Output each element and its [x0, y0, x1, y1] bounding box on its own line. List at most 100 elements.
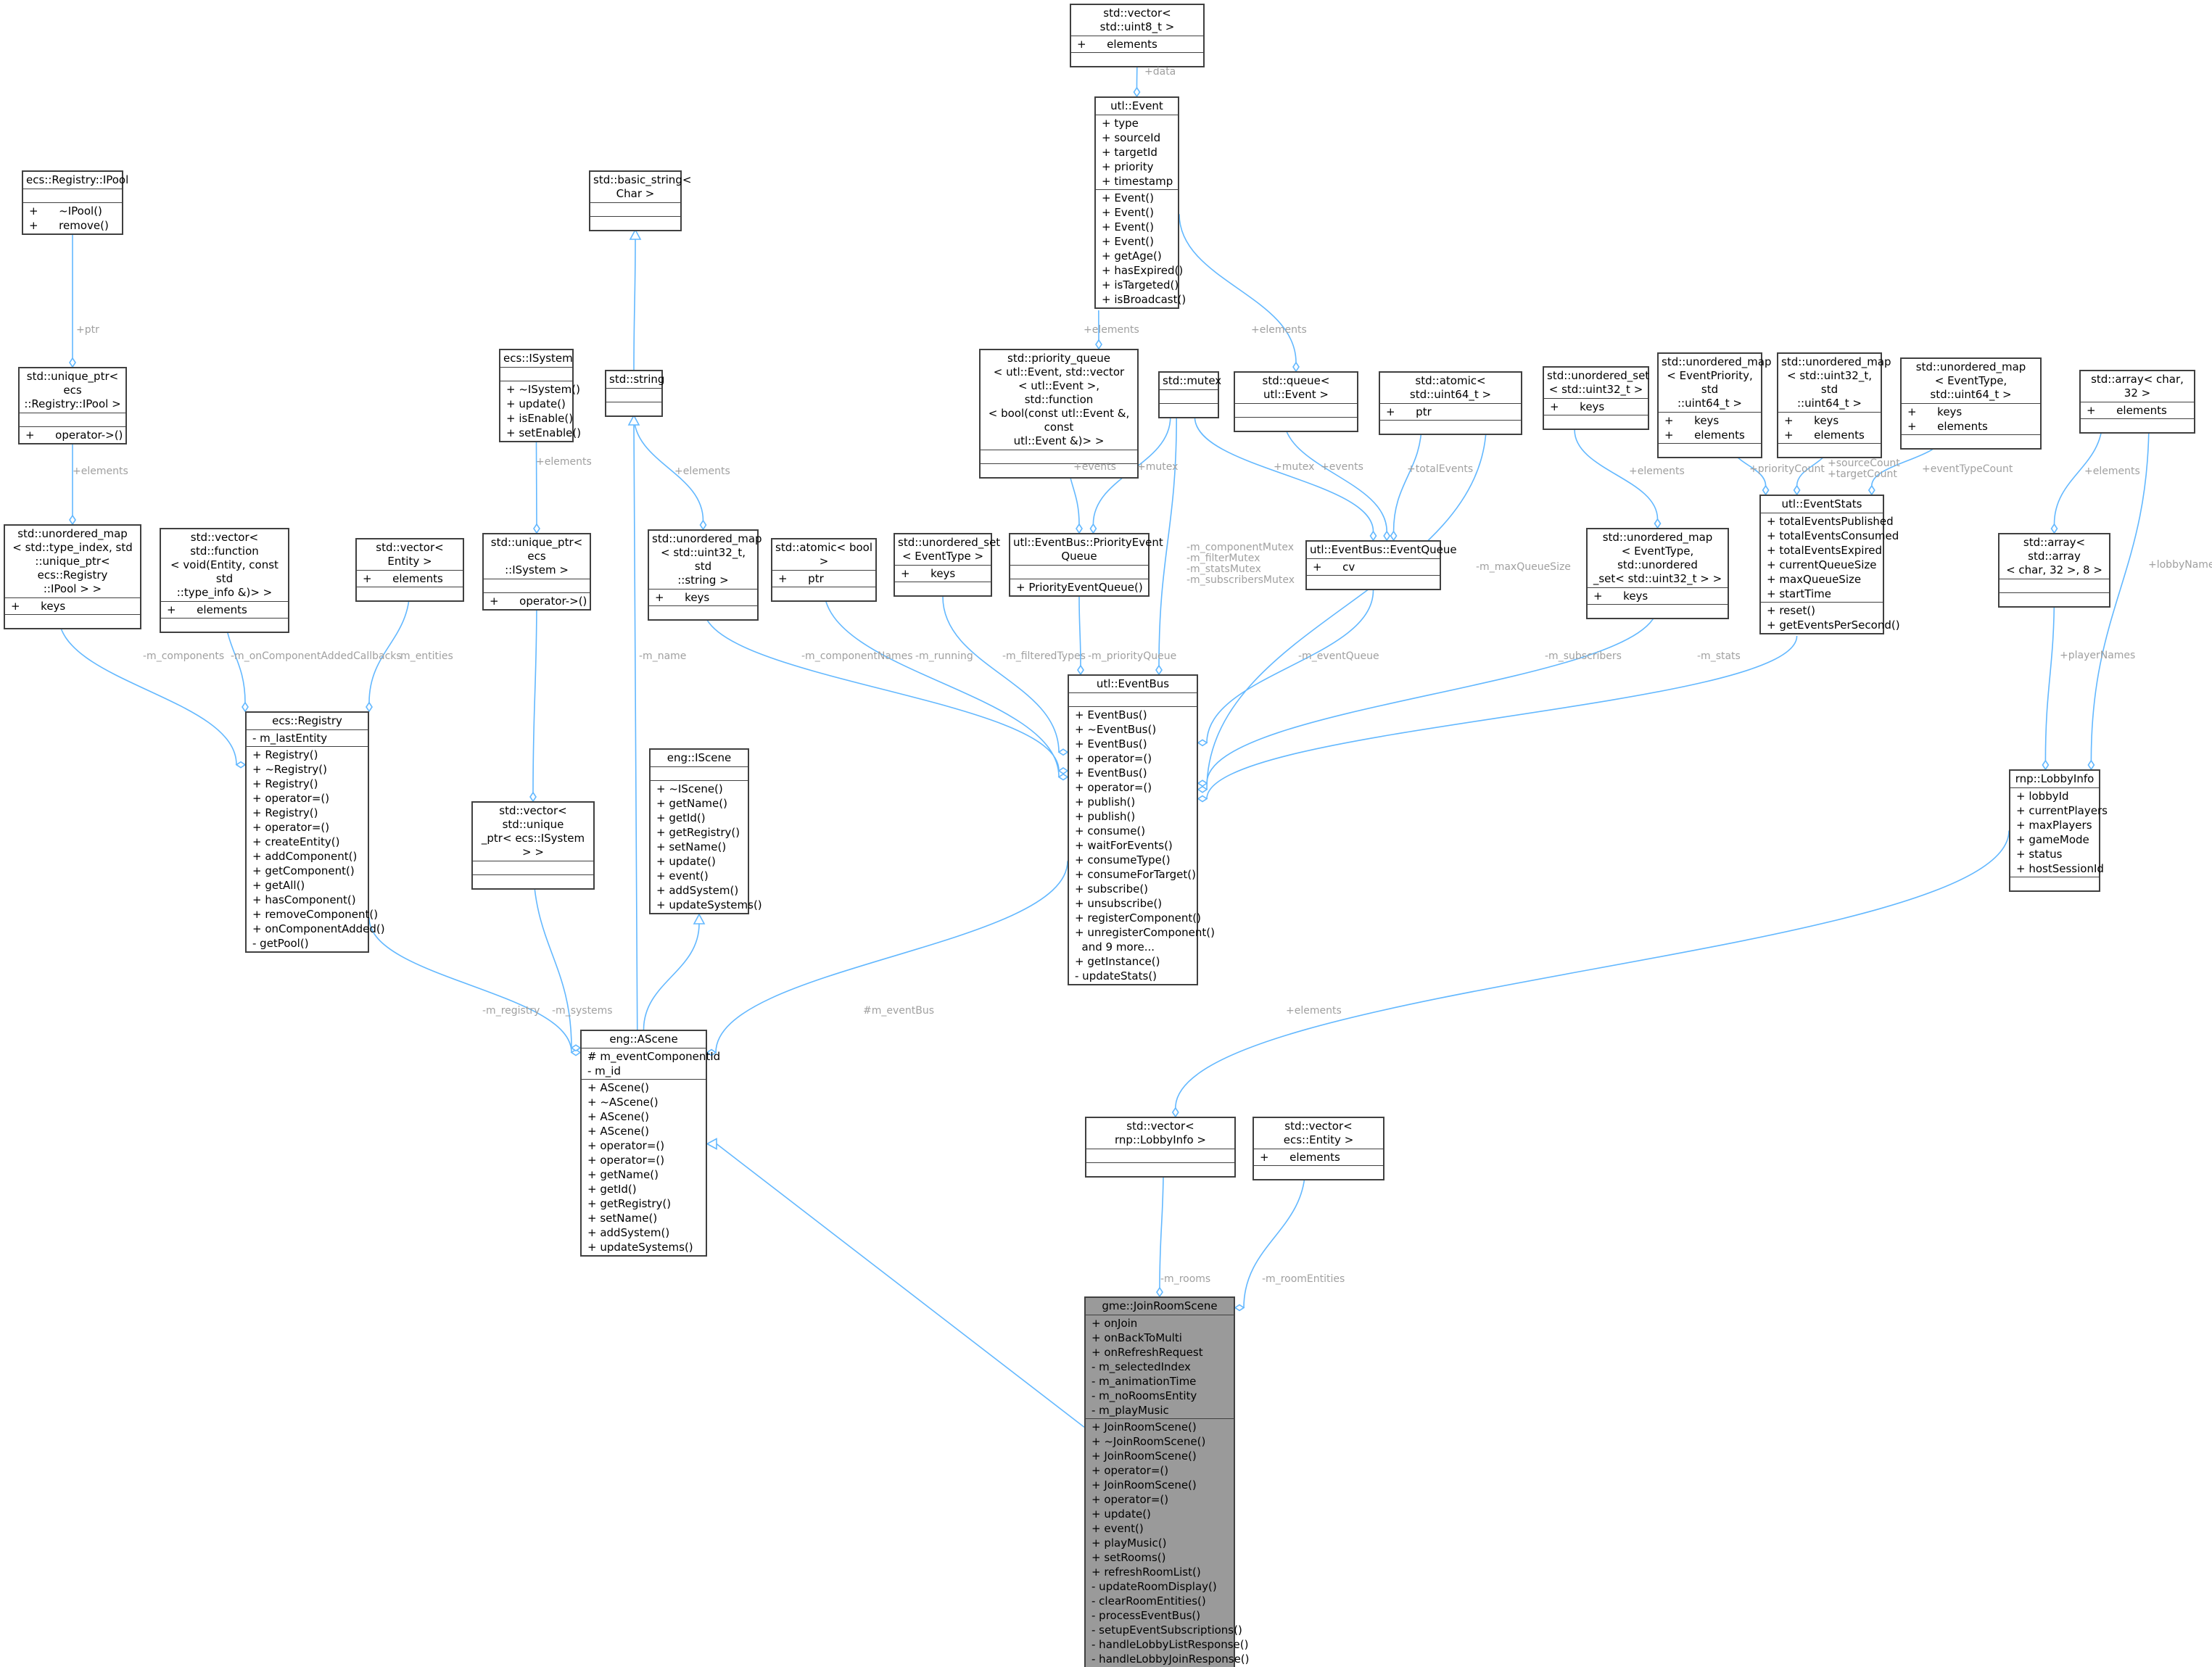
class-attribute: + elements	[1077, 38, 1157, 51]
class-method: + AScene()	[587, 1081, 650, 1094]
class-box-isystem[interactable]: ecs::ISystem+ ~ISystem()+ update()+ isEn…	[499, 349, 581, 442]
class-box-up-isystem[interactable]: std::unique_ptr< ecs ::ISystem >+ operat…	[482, 533, 591, 611]
aggregation-diamond	[1171, 1106, 1179, 1118]
class-method: + operator->()	[25, 429, 123, 442]
class-box-vec-lobby[interactable]: std::vector< rnp::LobbyInfo >	[1085, 1117, 1236, 1178]
class-attribute: - m_noRoomsEntity	[1091, 1389, 1197, 1402]
class-box-umap-u32[interactable]: std::unordered_map < std::uint32_t, std …	[1777, 352, 1891, 458]
aggregation-diamond	[1369, 530, 1377, 542]
class-method: + ~Registry()	[252, 763, 328, 776]
class-box-vec-uint8[interactable]: std::vector< std::uint8_t >+ elements	[1070, 4, 1205, 67]
class-attribute: + keys	[11, 600, 66, 613]
class-box-peq[interactable]: utl::EventBus::PriorityEvent Queue+ Prio…	[1009, 533, 1163, 597]
attributes-section: + elements	[1071, 36, 1203, 53]
inheritance-line	[633, 424, 638, 1030]
class-box-event[interactable]: utl::Event+ type+ sourceId+ targetId+ pr…	[1094, 96, 1186, 309]
class-box-registry[interactable]: ecs::Registry- m_lastEntity+ Registry()+…	[245, 711, 385, 953]
class-box-umap-type[interactable]: std::unordered_map < EventType, std::uin…	[1900, 357, 2042, 450]
aggregation-diamond	[1234, 1304, 1245, 1312]
methods-section	[1380, 421, 1521, 434]
class-title: std::array< char, 32 >	[2081, 371, 2194, 402]
class-box-atomic-u64[interactable]: std::atomic< std::uint64_t >+ ptr	[1379, 371, 1522, 435]
class-box-atomic-bool[interactable]: std::atomic< bool >+ ptr	[771, 538, 877, 602]
methods-section: + ~IScene()+ getName()+ getId()+ getRegi…	[651, 781, 762, 913]
attributes-section: + elements	[357, 571, 463, 587]
class-method: - handleLobbyJoinResponse()	[1091, 1652, 1250, 1666]
class-method: + remove()	[29, 219, 109, 232]
class-attribute: + currentPlayers	[2016, 804, 2108, 817]
attributes-section	[590, 203, 680, 217]
association-line-m_filteredTypes	[942, 596, 1060, 753]
class-box-vec-up-isystem[interactable]: std::vector< std::unique _ptr< ecs::ISys…	[471, 801, 595, 890]
attributes-section	[473, 861, 593, 875]
class-box-vec-ecs-entity[interactable]: std::vector< ecs::Entity >+ elements	[1252, 1117, 1384, 1180]
methods-section	[1307, 576, 1440, 589]
class-box-ascene[interactable]: eng::AScene# m_eventComponentId- m_id+ A…	[580, 1030, 721, 1257]
class-attribute: # m_eventComponentId	[587, 1050, 721, 1063]
aggregation-diamond	[1762, 484, 1770, 496]
association-line-events	[1283, 416, 1387, 532]
class-box-stats[interactable]: utl::EventStats+ totalEventsPublished+ t…	[1759, 495, 1900, 634]
class-method: + isTargeted()	[1102, 278, 1179, 291]
methods-section: + ~IPool()+ remove()	[23, 203, 122, 233]
class-box-mutex[interactable]: std::mutex	[1158, 371, 1221, 418]
class-title: std::unordered_set < std::uint32_t >	[1544, 368, 1649, 399]
class-method: + ~ISystem()	[506, 383, 580, 396]
attributes-section	[20, 413, 125, 427]
class-box-eventbus[interactable]: utl::EventBus+ EventBus()+ ~EventBus()+ …	[1068, 674, 1215, 985]
class-box-umap-uset[interactable]: std::unordered_map < EventType, std::uno…	[1586, 528, 1729, 619]
class-box-array-char[interactable]: std::array< char, 32 >+ elements	[2079, 370, 2195, 434]
methods-section: + JoinRoomScene()+ ~JoinRoomScene()+ Joi…	[1086, 1419, 1250, 1667]
class-box-umap-prio[interactable]: std::unordered_map < EventPriority, std …	[1657, 352, 1772, 458]
methods-section	[357, 587, 463, 600]
attributes-section: + elements	[2081, 402, 2194, 419]
class-method: + unsubscribe()	[1075, 897, 1163, 910]
aggregation-diamond	[1057, 773, 1069, 781]
class-method: + reset()	[1767, 604, 1816, 617]
class-title: utl::EventStats	[1761, 496, 1883, 513]
methods-section	[1544, 415, 1648, 429]
class-method: + ~IScene()	[656, 782, 723, 795]
class-box-uset-type[interactable]: std::unordered_set < EventType >+ keys	[894, 533, 1000, 597]
class-box-vec-func[interactable]: std::vector< std::function < void(Entity…	[160, 528, 289, 633]
class-box-uset-u32[interactable]: std::unordered_set < std::uint32_t >+ ke…	[1543, 366, 1649, 430]
class-box-array-array[interactable]: std::array< std::array < char, 32 >, 8 >	[1998, 533, 2110, 608]
attributes-section	[2000, 579, 2109, 593]
class-box-lobbyinfo[interactable]: rnp::LobbyInfo+ lobbyId+ currentPlayers+…	[2009, 769, 2108, 892]
class-method: + getName()	[587, 1168, 659, 1181]
association-line-elements	[2053, 419, 2103, 525]
attributes-section: + keys	[5, 598, 140, 615]
class-title: std::vector< std::uint8_t >	[1071, 5, 1203, 36]
class-attribute: + totalEventsConsumed	[1767, 529, 1899, 542]
class-attribute: + totalEventsExpired	[1767, 544, 1883, 557]
class-box-joinroom[interactable]: gme::JoinRoomScene+ onJoin+ onBackToMult…	[1084, 1296, 1250, 1667]
class-method: + getId()	[587, 1183, 637, 1196]
class-box-eq[interactable]: utl::EventBus::EventQueue+ cv	[1305, 540, 1457, 590]
class-method: + addSystem()	[587, 1226, 670, 1239]
class-box-string[interactable]: std::string	[605, 370, 664, 417]
edge-label-m-maxQueueSize: -m_maxQueueSize	[1476, 561, 1571, 573]
class-box-ipool[interactable]: ecs::Registry::IPool+ ~IPool()+ remove()	[22, 170, 128, 235]
class-method: - processEventBus()	[1091, 1609, 1201, 1622]
attributes-section: + keys+ elements	[1902, 404, 2040, 435]
class-title: eng::IScene	[651, 750, 748, 767]
class-box-umap-typeindex[interactable]: std::unordered_map < std::type_index, st…	[4, 524, 141, 629]
class-attribute: + elements	[167, 603, 247, 616]
class-method: + operator=()	[1091, 1493, 1169, 1506]
class-box-vec-entity[interactable]: std::vector< Entity >+ elements	[355, 538, 464, 602]
class-title: std::queue< utl::Event >	[1235, 373, 1357, 404]
class-box-iscene[interactable]: eng::IScene+ ~IScene()+ getName()+ getId…	[649, 748, 762, 914]
class-box-umap-string[interactable]: std::unordered_map < std::uint32_t, std …	[648, 529, 762, 621]
class-attribute: + hostSessionId	[2016, 862, 2104, 875]
class-attribute: + type	[1102, 117, 1139, 130]
class-box-up-ipool[interactable]: std::unique_ptr< ecs ::Registry::IPool >…	[18, 367, 127, 444]
class-box-queue-event[interactable]: std::queue< utl::Event >	[1234, 371, 1358, 432]
class-box-basic-string[interactable]: std::basic_string< Char >	[589, 170, 691, 231]
class-box-pq[interactable]: std::priority_queue < utl::Event, std::v…	[979, 349, 1139, 479]
methods-section	[161, 619, 288, 632]
association-line-m_entities	[368, 587, 410, 703]
class-title: std::vector< rnp::LobbyInfo >	[1086, 1118, 1234, 1149]
methods-section	[1254, 1166, 1383, 1179]
class-method: + registerComponent()	[1075, 911, 1201, 924]
class-attribute: + lobbyId	[2016, 790, 2069, 803]
